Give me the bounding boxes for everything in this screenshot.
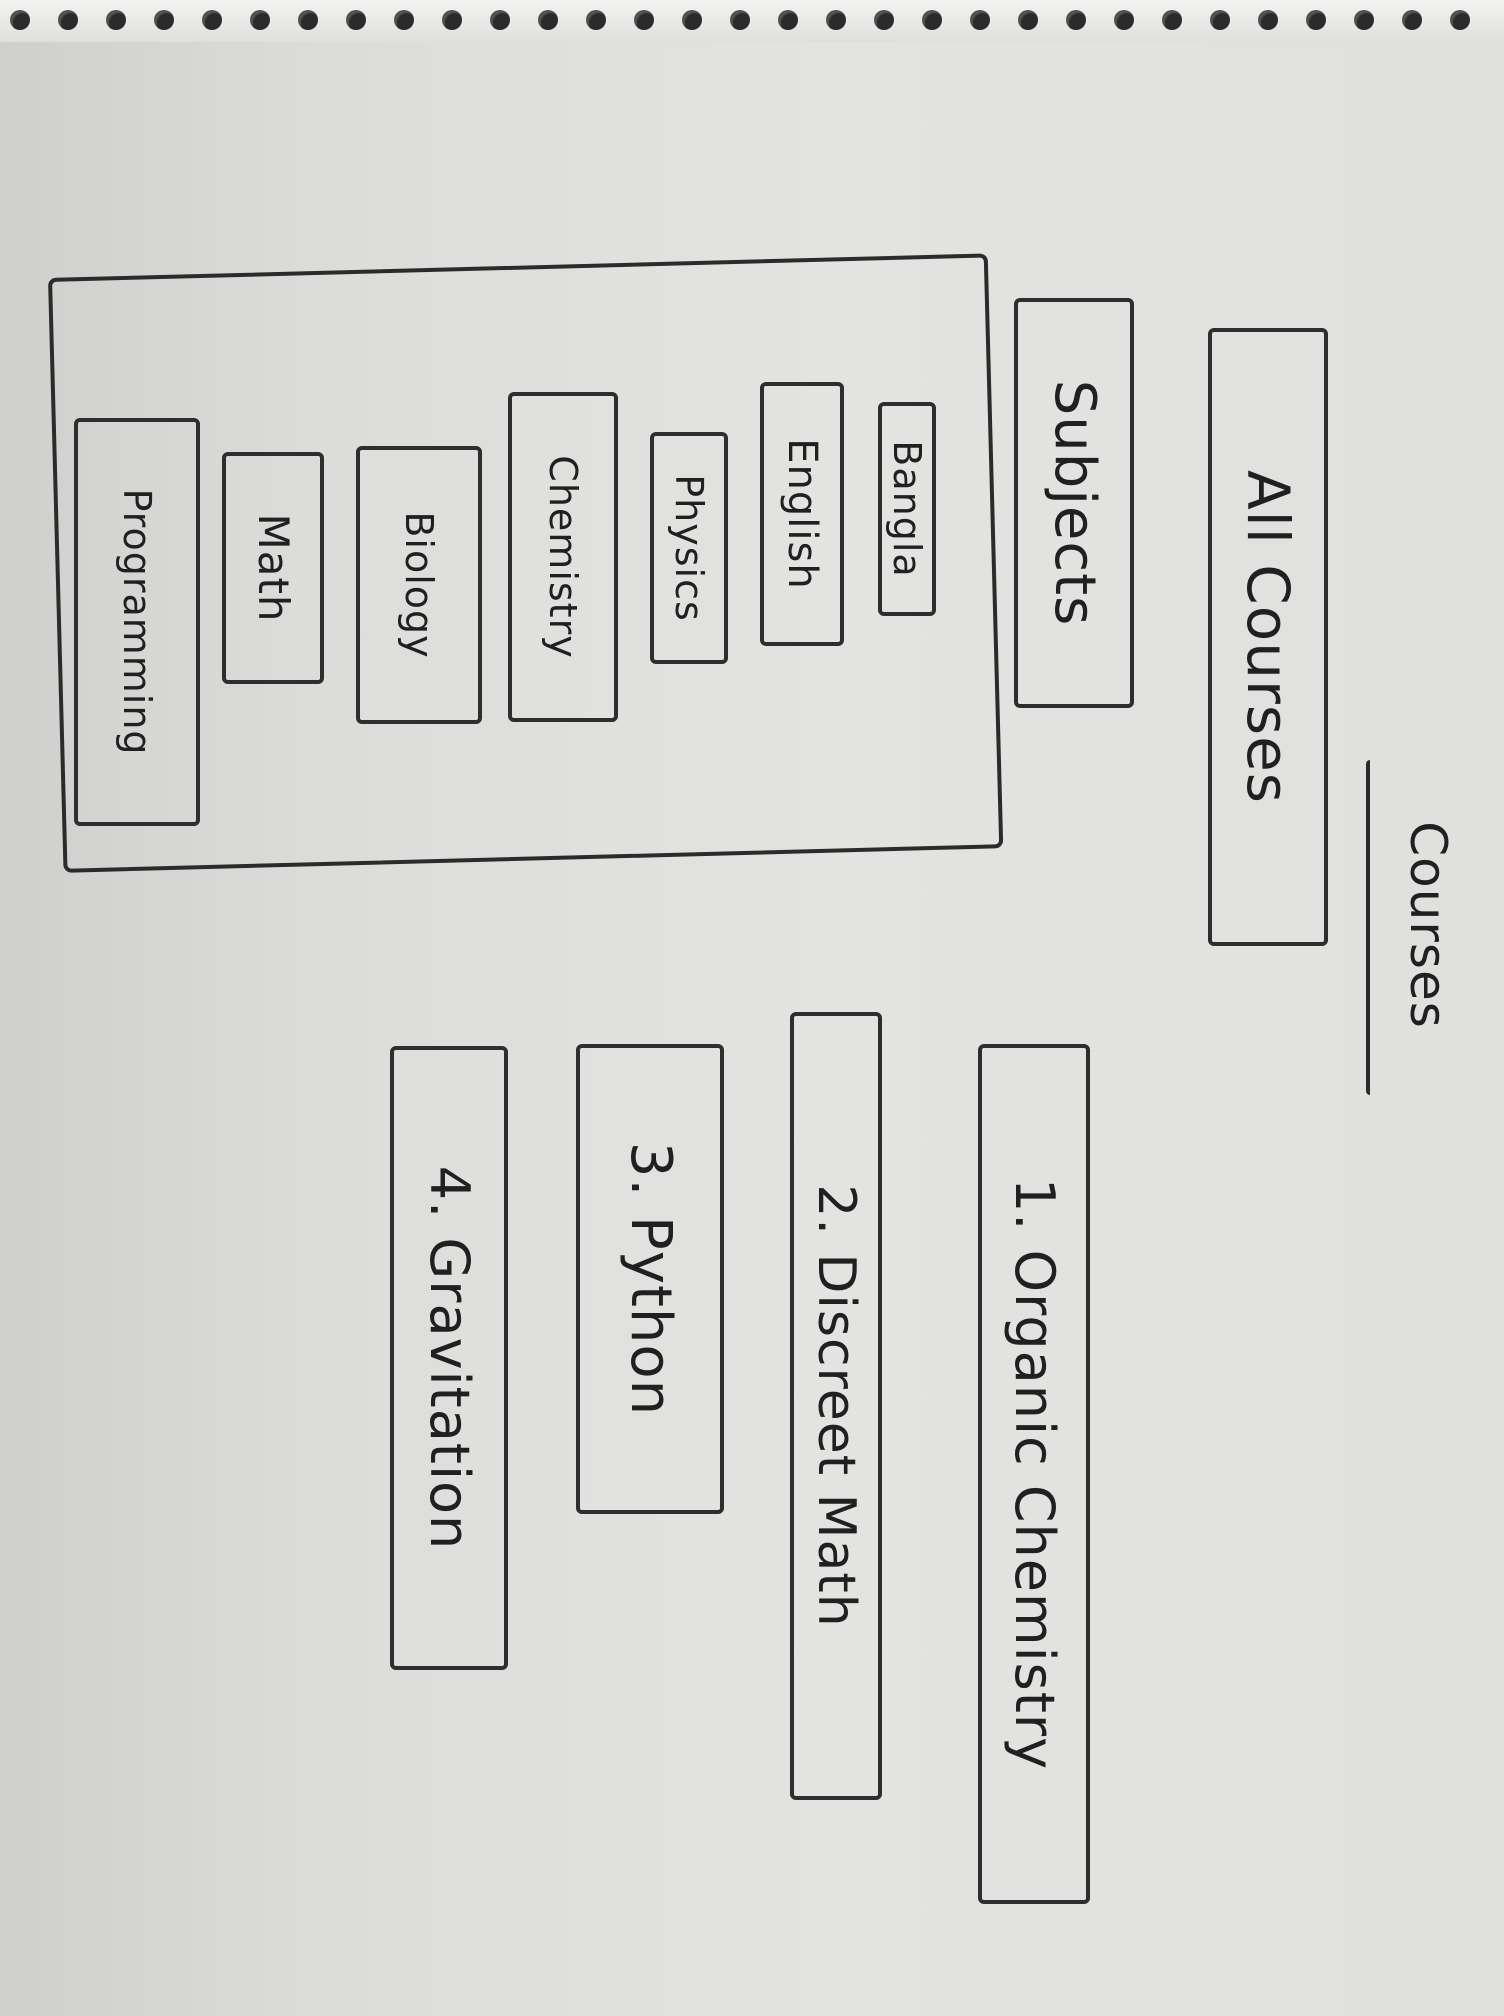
course-item-1[interactable]: 1. Organic Chemistry xyxy=(978,1044,1090,1904)
spiral-binding xyxy=(0,0,1504,42)
spiral-ring-icon xyxy=(250,10,270,30)
spiral-ring-icon xyxy=(1402,10,1422,30)
spiral-ring-icon xyxy=(202,10,222,30)
spiral-ring-icon xyxy=(1258,10,1278,30)
spiral-ring-icon xyxy=(586,10,606,30)
spiral-ring-icon xyxy=(874,10,894,30)
spiral-ring-icon xyxy=(394,10,414,30)
spiral-ring-icon xyxy=(1162,10,1182,30)
subject-item-bangla[interactable]: Bangla xyxy=(878,402,936,616)
subject-item-programming[interactable]: Programming xyxy=(74,418,200,826)
subject-item-physics[interactable]: Physics xyxy=(650,432,728,664)
spiral-ring-icon xyxy=(826,10,846,30)
spiral-ring-icon xyxy=(634,10,654,30)
spiral-ring-icon xyxy=(682,10,702,30)
spiral-ring-icon xyxy=(490,10,510,30)
spiral-ring-icon xyxy=(106,10,126,30)
spiral-ring-icon xyxy=(1066,10,1086,30)
subject-item-biology[interactable]: Biology xyxy=(356,446,482,724)
page-title: Courses xyxy=(1399,821,1457,1029)
spiral-ring-icon xyxy=(1306,10,1326,30)
spiral-ring-icon xyxy=(1210,10,1230,30)
spiral-ring-icon xyxy=(154,10,174,30)
subject-item-math[interactable]: Math xyxy=(222,452,324,684)
subjects-button[interactable]: Subjects xyxy=(1014,298,1134,708)
spiral-ring-icon xyxy=(1114,10,1134,30)
spiral-ring-icon xyxy=(1018,10,1038,30)
subject-item-english[interactable]: English xyxy=(760,382,844,646)
course-item-2[interactable]: 2. Discreet Math xyxy=(790,1012,882,1800)
subject-item-chemistry[interactable]: Chemistry xyxy=(508,392,618,722)
all-courses-button[interactable]: All Courses xyxy=(1208,328,1328,946)
spiral-ring-icon xyxy=(538,10,558,30)
spiral-ring-icon xyxy=(1450,10,1470,30)
spiral-ring-icon xyxy=(922,10,942,30)
spiral-ring-icon xyxy=(1354,10,1374,30)
course-item-4[interactable]: 4. Gravitation xyxy=(390,1046,508,1670)
spiral-ring-icon xyxy=(730,10,750,30)
spiral-ring-icon xyxy=(778,10,798,30)
spiral-ring-icon xyxy=(346,10,366,30)
spiral-ring-icon xyxy=(442,10,462,30)
spiral-ring-icon xyxy=(58,10,78,30)
spiral-ring-icon xyxy=(10,10,30,30)
spiral-ring-icon xyxy=(298,10,318,30)
spiral-ring-icon xyxy=(970,10,990,30)
title-underline xyxy=(1366,760,1380,1095)
course-item-3[interactable]: 3. Python xyxy=(576,1044,724,1514)
